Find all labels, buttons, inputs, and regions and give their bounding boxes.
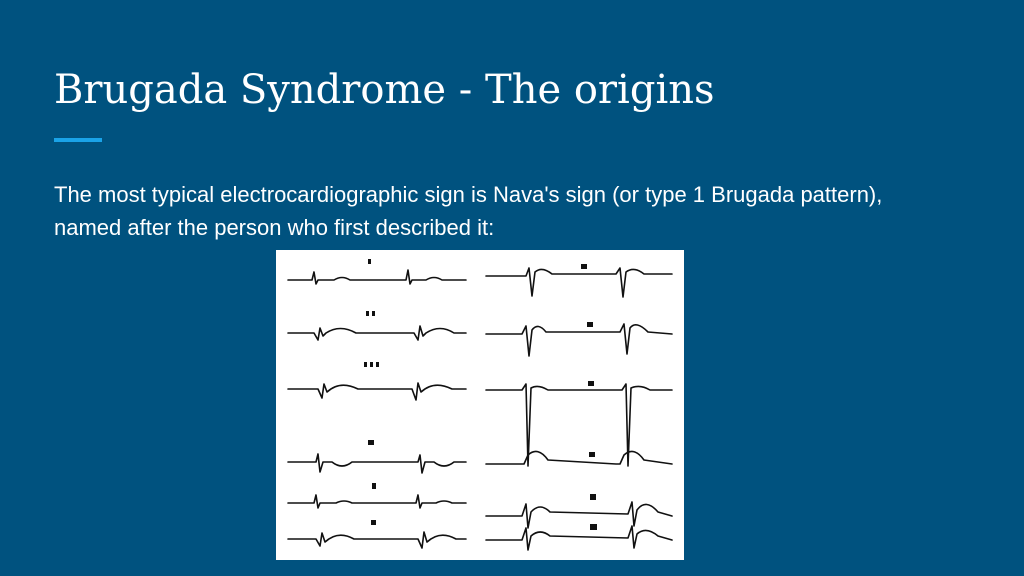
slide-title: Brugada Syndrome - The origins	[54, 67, 715, 113]
lead-marker-v1	[581, 264, 587, 269]
lead-marker-iii	[364, 362, 367, 367]
slide-body-text: The most typical electrocardiographic si…	[54, 182, 883, 240]
ecg-lead-v6	[485, 524, 673, 551]
ecg-lead-i	[287, 259, 467, 285]
ecg-lead-v5	[485, 494, 673, 529]
lead-marker-avr	[368, 440, 374, 445]
lead-marker-v3	[588, 381, 594, 386]
title-accent-rule	[54, 138, 102, 142]
ecg-lead-v1	[485, 264, 673, 298]
lead-marker-v6	[590, 524, 597, 530]
ecg-lead-ii	[287, 311, 467, 341]
ecg-lead-avr	[287, 440, 467, 474]
ecg-lead-v3	[485, 381, 673, 467]
ecg-figure	[276, 250, 684, 560]
ecg-lead-avf	[287, 520, 467, 549]
lead-marker-ii	[366, 311, 369, 316]
ecg-lead-v4	[485, 450, 673, 465]
ecg-lead-iii	[287, 362, 467, 401]
lead-marker-v4	[589, 452, 595, 457]
ecg-lead-avl	[287, 483, 467, 509]
ecg-lead-v2	[485, 322, 673, 357]
lead-marker-v5	[590, 494, 596, 500]
lead-marker-i	[368, 259, 371, 264]
lead-marker-avl	[372, 483, 376, 489]
ecg-tracing-image	[287, 259, 673, 551]
lead-marker-v2	[587, 322, 593, 327]
lead-marker-avf	[371, 520, 376, 525]
